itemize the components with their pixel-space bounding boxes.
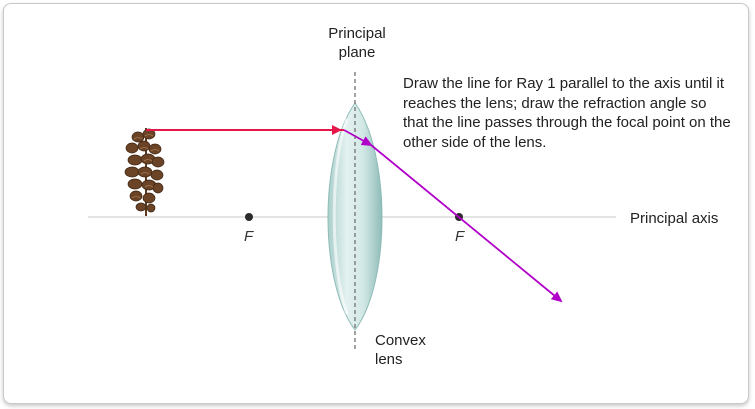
focal-label-right: F xyxy=(455,228,465,245)
convex-lens xyxy=(327,102,383,331)
diagram-card: Principal plane Draw the line for Ray 1 … xyxy=(3,3,749,404)
optics-diagram xyxy=(88,72,616,352)
principal-axis-label: Principal axis xyxy=(630,210,719,227)
refracted-ray xyxy=(370,144,563,303)
refracted-ray-start xyxy=(343,129,373,146)
instruction-text: Draw the line for Ray 1 parallel to the … xyxy=(403,75,731,151)
focal-point-left xyxy=(245,213,253,221)
focal-label-left: F xyxy=(244,228,254,245)
convex-lens-label: Convex lens xyxy=(375,332,426,368)
principal-plane-label: Principal plane xyxy=(328,25,386,61)
pine-cone-icon xyxy=(124,128,165,216)
